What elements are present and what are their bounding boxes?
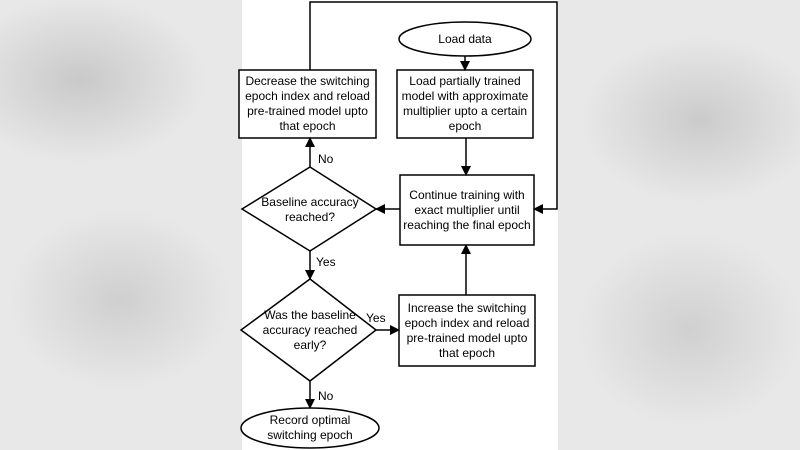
record-optimal-text: Record optimal switching epoch (267, 413, 353, 442)
decrease-index-process (238, 69, 377, 139)
increase-index-text: Increase the switching epoch index and r… (404, 300, 530, 360)
load-partial-text: Load partially trained model with approx… (401, 74, 529, 133)
baseline-reached-text: Baseline accuracy reached? (261, 195, 359, 224)
edge-label-no-bottom: No (318, 389, 334, 403)
reached-early-text: Was the baseline accuracy reached early? (262, 307, 358, 352)
edge-label-yes-right: Yes (366, 311, 386, 325)
edge-label-no-top: No (318, 152, 334, 166)
edge-decrease-loop-to-continue (309, 1, 558, 214)
edge-label-yes-mid: Yes (316, 255, 336, 269)
continue-training-text: Continue training with exact multiplier … (403, 187, 531, 232)
load-data-text: Load data (438, 31, 492, 46)
decrease-index-text: Decrease the switching epoch index and r… (245, 74, 370, 133)
load-partial-process (396, 69, 534, 139)
increase-index-process (398, 294, 536, 367)
